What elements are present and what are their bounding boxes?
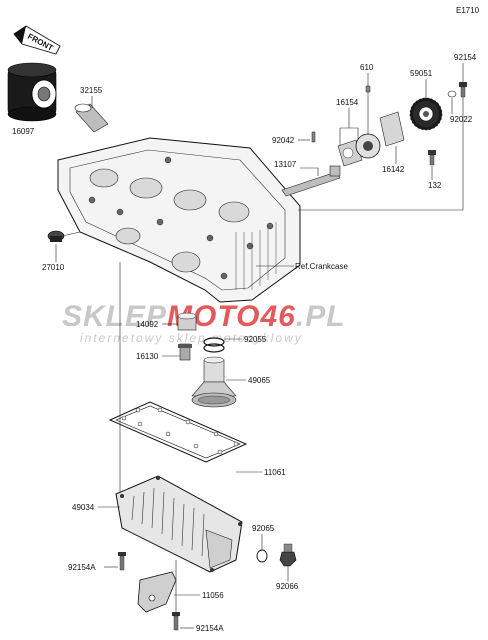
o-ring-92055 [203,337,225,353]
callout-16130: 16130 [136,352,159,361]
callout-32155: 32155 [80,86,103,95]
collar-14092 [177,312,197,331]
callout-92042: 92042 [272,136,295,145]
callout-13107: 13107 [274,160,297,169]
callout-92022: 92022 [450,115,473,124]
pump-shaft [281,165,341,197]
bolt-92154-top [459,82,467,98]
relief-valve-16130 [178,343,192,361]
callout-16097: 16097 [12,127,35,136]
watermark-part3: 46 [259,300,295,333]
diagram-code: E1710 [456,6,480,15]
watermark-subtitle: internetowy sklep motocyklowy [80,331,303,345]
callout-49065: 49065 [248,376,271,385]
front-arrow-icon: FRONT [13,25,61,55]
callout-11061: 11061 [264,468,286,477]
sprocket-59051 [409,97,443,131]
bolt-92154a-bottom [172,612,180,631]
bolt-92154a-left [118,552,126,571]
plug-27010 [47,230,65,242]
callout-14092: 14092 [136,320,159,329]
callout-11056: 11056 [202,591,224,600]
crankcase [57,137,301,303]
washer-92065 [256,549,268,563]
callout-132: 132 [428,181,442,190]
pin-610 [365,85,371,93]
drain-plug-92066 [279,543,297,567]
callout-49034: 49034 [72,503,95,512]
oil-strainer-49065 [191,356,237,408]
callout-16142: 16142 [382,165,405,174]
callout-59051: 59051 [410,69,433,78]
pin-92042 [311,131,316,143]
oil-pan-49034 [115,475,243,573]
callout-92154-top: 92154 [454,53,477,62]
bolt-132 [428,150,436,166]
callout-92154a-left: 92154A [68,563,96,572]
callout-16154: 16154 [336,98,359,107]
callout-27010: 27010 [42,263,65,272]
washer-92022 [447,90,457,98]
pump-housing-16142 [355,111,405,159]
gasket-11061 [108,401,248,463]
callout-92065: 92065 [252,524,275,533]
callout-610: 610 [360,63,374,72]
oil-pipe [74,103,109,133]
svg-text:SKLEPMOTO46.PL: SKLEPMOTO46.PL [62,300,346,333]
bracket-11056 [137,571,177,613]
callout-92055: 92055 [244,335,267,344]
callout-92154a-bottom: 92154A [196,624,224,633]
watermark-part4: .PL [296,300,346,333]
ref-crankcase-label: Ref.Crankcase [295,262,348,271]
watermark: SKLEPMOTO46.PL internetowy sklep motocyk… [62,300,346,345]
oil-filter [7,62,57,122]
watermark-part1: SKLEP [62,300,167,333]
callout-92066: 92066 [276,582,299,591]
